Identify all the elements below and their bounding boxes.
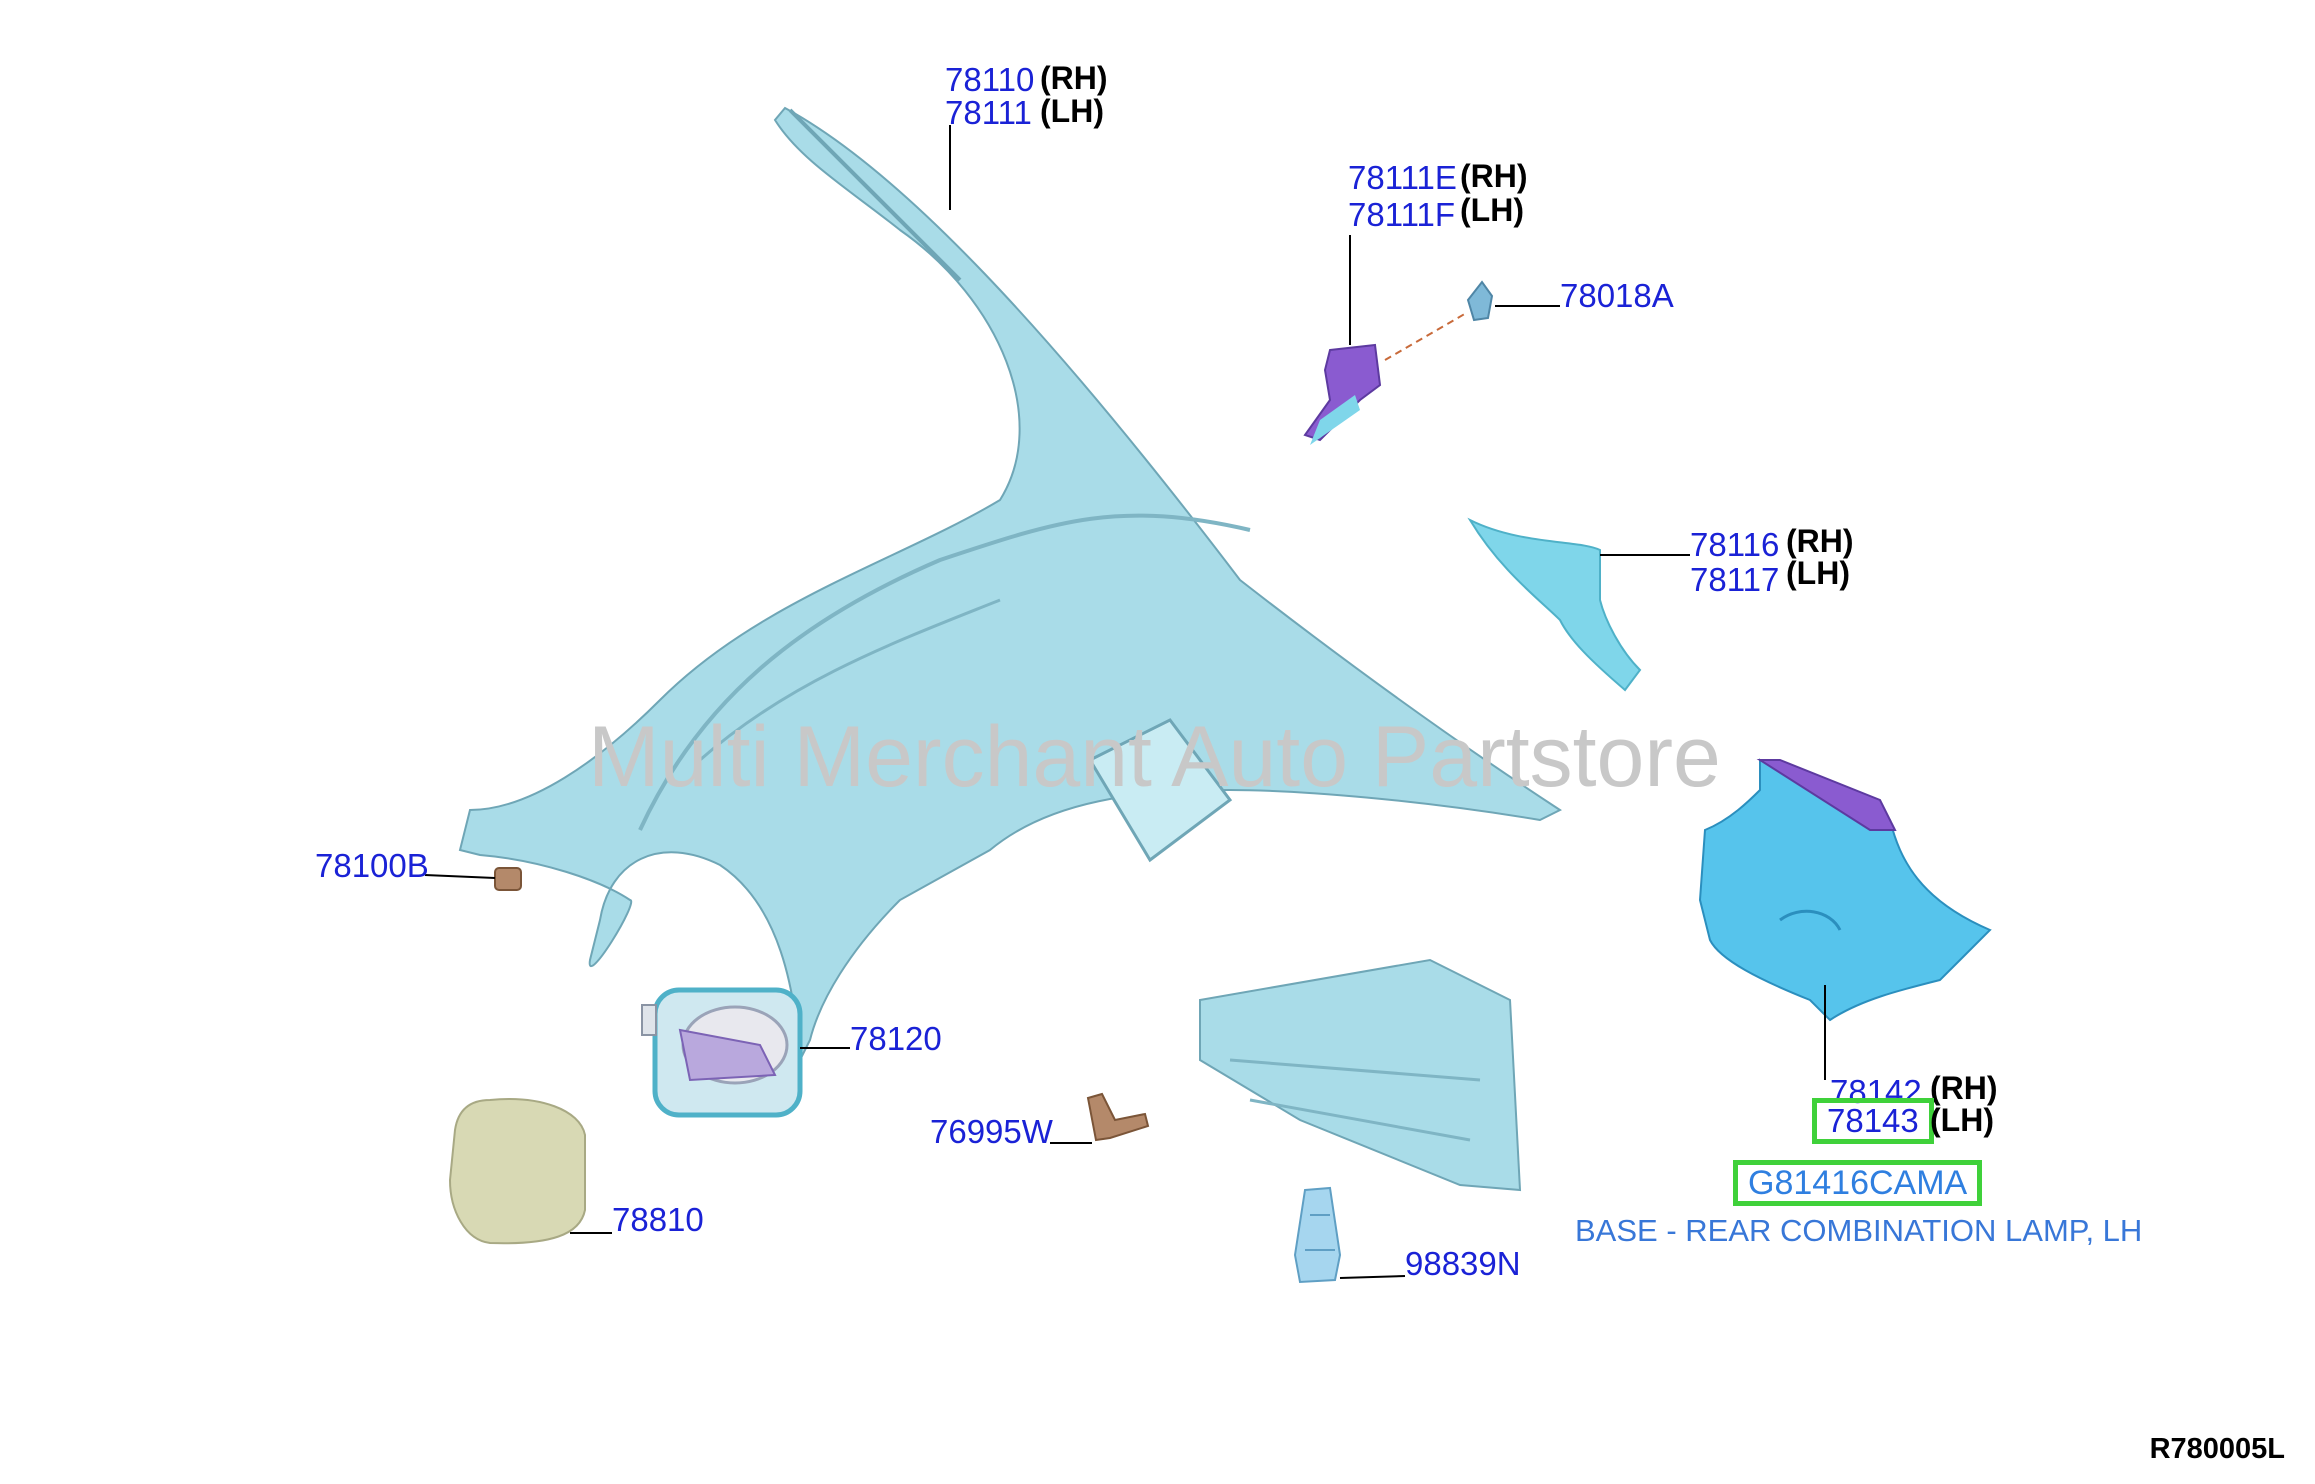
label-78100b[interactable]: 78100B — [315, 847, 429, 884]
label-78810[interactable]: 78810 — [612, 1201, 704, 1238]
label-78111e-rh: (RH) — [1460, 158, 1528, 194]
fuel-filler-housing-part[interactable] — [641, 987, 803, 1118]
leader-lines — [424, 125, 1826, 1279]
label-78116-rh: (RH) — [1786, 523, 1854, 559]
label-78111f-lh: (LH) — [1460, 192, 1524, 228]
lamp-base-housing-part[interactable] — [1698, 758, 1992, 1022]
bracket-78116-part[interactable] — [1467, 517, 1642, 692]
label-78111e[interactable]: 78111E — [1348, 159, 1457, 196]
label-78142-rh: (RH) — [1930, 1070, 1998, 1106]
bracket-98839n-part[interactable] — [1293, 1186, 1342, 1284]
label-78111f[interactable]: 78111F — [1348, 196, 1456, 233]
label-78116[interactable]: 78116 — [1690, 526, 1780, 563]
watermark: Multi Merchant Auto Partstore — [588, 709, 1721, 805]
fuel-door-part[interactable] — [448, 1098, 586, 1245]
label-98839n[interactable]: 98839N — [1405, 1245, 1521, 1282]
quarter-panel-part[interactable] — [458, 106, 1562, 1192]
bracket-76995w-part[interactable] — [1086, 1092, 1150, 1142]
label-78143-lh: (LH) — [1930, 1102, 1994, 1138]
label-78117[interactable]: 78117 — [1690, 561, 1780, 598]
part-code-highlighted[interactable]: G81416CAMA — [1733, 1160, 1983, 1206]
label-78018a[interactable]: 78018A — [1560, 277, 1674, 314]
bolt-78100b-part[interactable] — [494, 867, 522, 891]
label-78111-lh: (LH) — [1040, 93, 1104, 129]
diagram-code: R780005L — [2149, 1433, 2285, 1465]
label-78110-rh: (RH) — [1040, 60, 1108, 96]
label-78117-lh: (LH) — [1786, 555, 1850, 591]
label-76995w[interactable]: 76995W — [930, 1113, 1053, 1150]
clip-78018a-part[interactable] — [1384, 280, 1494, 361]
upper-bracket-part[interactable] — [1303, 343, 1382, 445]
part-description: BASE - REAR COMBINATION LAMP, LH — [1575, 1213, 2143, 1248]
label-78120[interactable]: 78120 — [850, 1020, 942, 1057]
label-78110[interactable]: 78110 — [945, 61, 1035, 98]
label-78143-highlighted[interactable]: 78143 — [1812, 1098, 1934, 1144]
label-78142[interactable]: 78142 — [1830, 1073, 1922, 1110]
label-78111[interactable]: 78111 — [945, 94, 1032, 131]
